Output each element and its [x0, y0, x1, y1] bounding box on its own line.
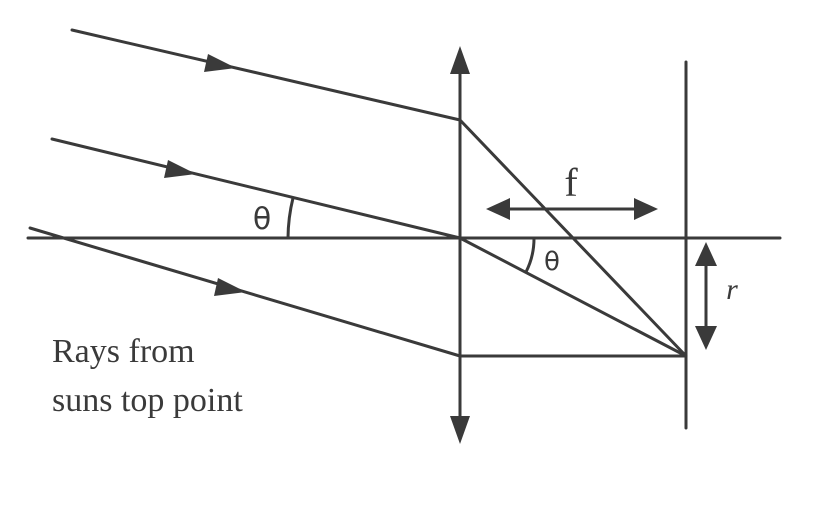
incident-angle-arc	[286, 196, 295, 240]
lens-top-arrowhead	[450, 46, 470, 74]
incident-ray-top	[70, 28, 462, 122]
incident-angle-label: θ	[253, 202, 271, 237]
radius-label: r	[726, 273, 738, 306]
caption-line-1: Rays from	[52, 333, 195, 370]
radius-arrowhead-bottom	[695, 326, 717, 350]
focal-length-arrowhead-left	[486, 198, 510, 220]
incident-ray-middle	[50, 137, 462, 240]
refracted-ray-top	[458, 118, 688, 358]
focal-length-label: f	[564, 160, 578, 205]
lens-bottom-arrowhead	[450, 416, 470, 444]
caption-line-2: suns top point	[52, 382, 243, 419]
refracted-angle-label: θ	[544, 247, 560, 277]
refracted-angle-arc	[524, 236, 536, 274]
focal-length-arrowhead-right	[634, 198, 658, 220]
refracted-ray-middle	[458, 236, 688, 358]
incident-ray-top-arrowhead	[204, 54, 236, 72]
radius-arrowhead-top	[695, 242, 717, 266]
incident-ray-bottom-arrowhead	[214, 278, 246, 296]
incident-ray-middle-arrowhead	[164, 160, 196, 178]
